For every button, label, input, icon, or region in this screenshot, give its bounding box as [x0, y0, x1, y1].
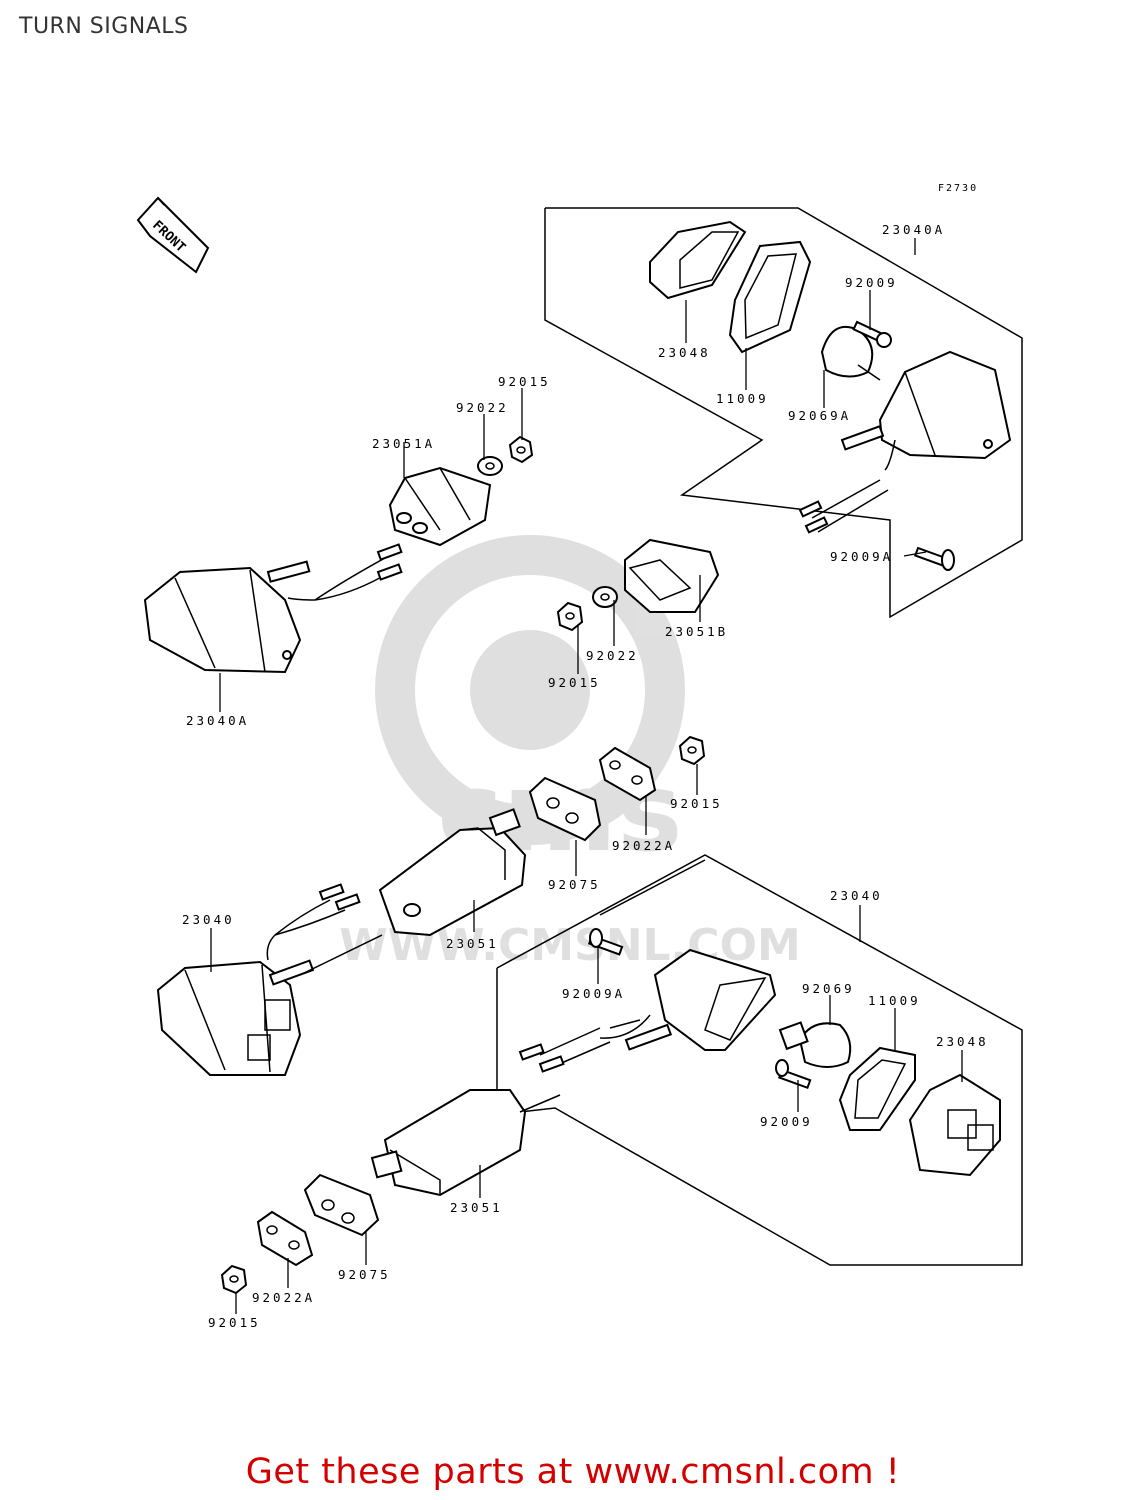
- screw-92009-upper: [852, 320, 892, 348]
- part-label: 23051: [446, 936, 499, 951]
- front-direction-arrow: FRONT: [136, 196, 210, 274]
- lens-23048-upper: [649, 220, 747, 300]
- screw-92009A-lower: [587, 928, 624, 956]
- part-label: 11009: [868, 993, 921, 1008]
- lens-23048-lower: [908, 1073, 1001, 1177]
- part-label: 92075: [548, 877, 601, 892]
- part-label: 92022A: [612, 838, 675, 853]
- upper-assembly-frame: [544, 207, 1023, 619]
- page-title: TURN SIGNALS: [19, 14, 189, 39]
- grommet-92075-upper: [528, 776, 602, 842]
- screw-92009A-upper: [913, 546, 955, 571]
- part-label: 23051A: [372, 436, 435, 451]
- part-label: 23040: [830, 888, 883, 903]
- part-label: 92022A: [252, 1290, 315, 1305]
- nut-92015-lower-left: [220, 1264, 248, 1295]
- rubber-mount-23051B: [624, 538, 720, 613]
- bulb-92069A-upper: [820, 325, 881, 381]
- part-label: 92022: [586, 648, 639, 663]
- part-label: 92015: [498, 374, 551, 389]
- plate-92022A-upper: [598, 746, 657, 802]
- part-label: 23048: [936, 1034, 989, 1049]
- stalk-23051-upper: [378, 808, 527, 937]
- screw-92009-lower: [775, 1059, 812, 1090]
- washer-92022-upper: [477, 456, 503, 476]
- figure-code: F2730: [938, 183, 978, 194]
- turn-signal-housing-23040A-left: [143, 543, 403, 674]
- stalk-23051-lower: [370, 1089, 527, 1197]
- grommet-92075-lower: [303, 1173, 380, 1237]
- part-label: 92009: [760, 1114, 813, 1129]
- nut-92015-lower-right: [678, 735, 706, 766]
- turn-signal-housing-23040A-upper: [798, 350, 1012, 534]
- part-label: 92075: [338, 1267, 391, 1282]
- part-label: 92015: [670, 796, 723, 811]
- alignment-lines: [299, 859, 706, 1113]
- plate-92022A-lower: [256, 1210, 314, 1267]
- part-label: 92069A: [788, 408, 851, 423]
- part-label: 92015: [208, 1315, 261, 1330]
- nut-92015-upper: [508, 435, 534, 464]
- leader-lines: [210, 238, 963, 1314]
- part-label: 23048: [658, 345, 711, 360]
- part-label: 11009: [716, 391, 769, 406]
- part-label: 23040A: [186, 713, 249, 728]
- part-label: 92009A: [562, 986, 625, 1001]
- rubber-mount-23051A: [388, 466, 492, 547]
- part-label: 92009: [845, 275, 898, 290]
- nut-92015-middle: [556, 601, 584, 632]
- bulb-92069-lower: [778, 1021, 852, 1068]
- part-label: 23051: [450, 1200, 503, 1215]
- call-to-action-link[interactable]: Get these parts at www.cmsnl.com !: [245, 1452, 901, 1492]
- lower-assembly-frame: [496, 854, 1023, 1266]
- part-label: 23051B: [665, 624, 728, 639]
- part-label: 23040A: [882, 222, 945, 237]
- part-label: 92069: [802, 981, 855, 996]
- turn-signal-housing-23040-left: [156, 883, 361, 1076]
- part-label: 92009A: [830, 549, 893, 564]
- turn-signal-housing-23040-right: [518, 948, 777, 1073]
- washer-92022-middle: [592, 586, 618, 608]
- part-label: 23040: [182, 912, 235, 927]
- gasket-11009-lower: [838, 1046, 916, 1131]
- part-label: 92015: [548, 675, 601, 690]
- part-label: 92022: [456, 400, 509, 415]
- gasket-11009-upper: [728, 240, 812, 354]
